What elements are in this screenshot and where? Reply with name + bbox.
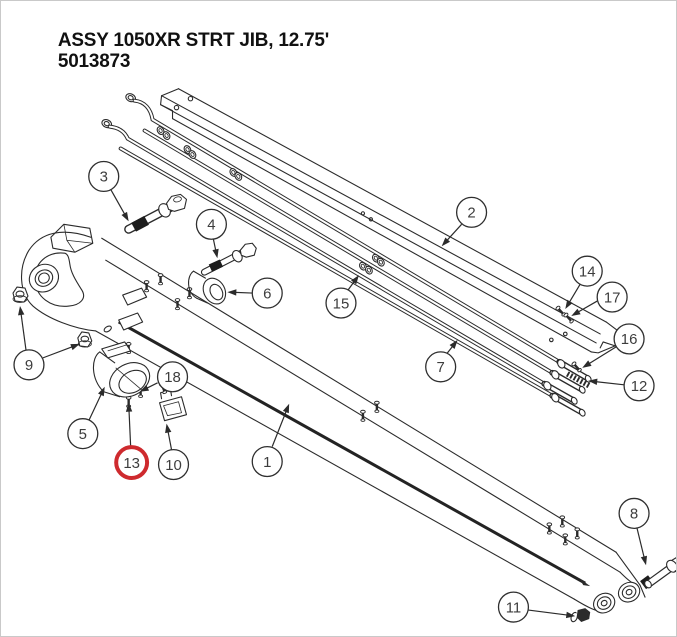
callout-number: 1 bbox=[263, 454, 271, 471]
balloon bbox=[455, 196, 488, 228]
callout-13[interactable]: 13 bbox=[114, 402, 150, 480]
callout-number: 14 bbox=[579, 263, 596, 280]
mount-bar bbox=[160, 88, 619, 354]
balloon bbox=[251, 277, 283, 309]
callout-number: 7 bbox=[437, 359, 445, 376]
callout-2[interactable]: 2 bbox=[441, 196, 488, 247]
callout-15[interactable]: 15 bbox=[325, 275, 359, 319]
balloon bbox=[425, 351, 457, 383]
callout-4[interactable]: 4 bbox=[195, 208, 228, 259]
callout-number: 15 bbox=[333, 295, 350, 312]
drawing-title: ASSY 1050XR STRT JIB, 12.75' bbox=[58, 30, 329, 51]
screws-14-17-targets bbox=[554, 304, 576, 325]
spring-guard bbox=[565, 371, 591, 389]
balloon bbox=[623, 370, 655, 402]
flange-nut-9b bbox=[77, 331, 93, 348]
callout-number: 18 bbox=[164, 369, 181, 386]
callout-3[interactable]: 3 bbox=[88, 160, 129, 222]
hydraulic-hose-assembly bbox=[101, 93, 592, 417]
callout-7[interactable]: 7 bbox=[425, 339, 458, 383]
bracket-10 bbox=[157, 380, 188, 422]
balloon bbox=[497, 591, 530, 623]
callout-18[interactable]: 18 bbox=[139, 361, 189, 393]
callout-number: 5 bbox=[79, 426, 87, 443]
hose-elbow-fitting-icon bbox=[101, 93, 136, 129]
callout-11[interactable]: 11 bbox=[497, 591, 576, 623]
callout-9[interactable]: 9 bbox=[13, 306, 80, 381]
bushing-6 bbox=[188, 270, 227, 305]
drum-5 bbox=[92, 341, 151, 398]
callout-5[interactable]: 5 bbox=[67, 386, 105, 450]
clevis-pin-8 bbox=[640, 557, 676, 590]
boom-clevis bbox=[573, 571, 646, 614]
callout-number: 16 bbox=[621, 331, 638, 348]
callout-16[interactable]: 16 bbox=[582, 323, 645, 368]
callout-number: 12 bbox=[631, 378, 648, 395]
balloon bbox=[157, 448, 190, 481]
callout-number: 2 bbox=[467, 205, 475, 222]
callout-number: 10 bbox=[165, 457, 182, 474]
pivot-bolt-3 bbox=[124, 193, 188, 234]
hose-end-fittings bbox=[541, 358, 592, 417]
callout-number: 6 bbox=[263, 285, 271, 302]
callout-number: 9 bbox=[25, 357, 33, 374]
balloon bbox=[596, 281, 628, 313]
callout-12[interactable]: 12 bbox=[588, 370, 655, 402]
highlighted-balloon bbox=[114, 445, 150, 480]
flange-nut-9a bbox=[12, 286, 29, 303]
bolt-4 bbox=[200, 242, 257, 276]
callout-8[interactable]: 8 bbox=[618, 497, 650, 566]
callout-number: 13 bbox=[123, 455, 140, 472]
jib-boom bbox=[20, 223, 646, 614]
callout-1[interactable]: 1 bbox=[251, 403, 290, 478]
balloon bbox=[325, 287, 357, 319]
balloon bbox=[618, 497, 650, 529]
balloon bbox=[67, 418, 99, 450]
callout-10[interactable]: 10 bbox=[157, 423, 190, 481]
callout-14[interactable]: 14 bbox=[565, 255, 603, 310]
balloon bbox=[195, 208, 228, 240]
balloon bbox=[251, 445, 283, 478]
callout-number: 17 bbox=[604, 289, 621, 306]
callout-number: 8 bbox=[630, 506, 638, 523]
callout-number: 3 bbox=[100, 169, 108, 186]
callout-number: 11 bbox=[506, 599, 522, 616]
balloon bbox=[613, 323, 645, 355]
callout-number: 4 bbox=[207, 217, 215, 234]
balloon bbox=[571, 255, 603, 287]
balloon bbox=[13, 349, 45, 381]
callout-17[interactable]: 17 bbox=[571, 281, 628, 317]
callout-6[interactable]: 6 bbox=[227, 277, 283, 309]
balloon bbox=[88, 160, 120, 193]
balloon bbox=[156, 361, 189, 393]
drawing-part-number: 5013873 bbox=[58, 51, 130, 72]
